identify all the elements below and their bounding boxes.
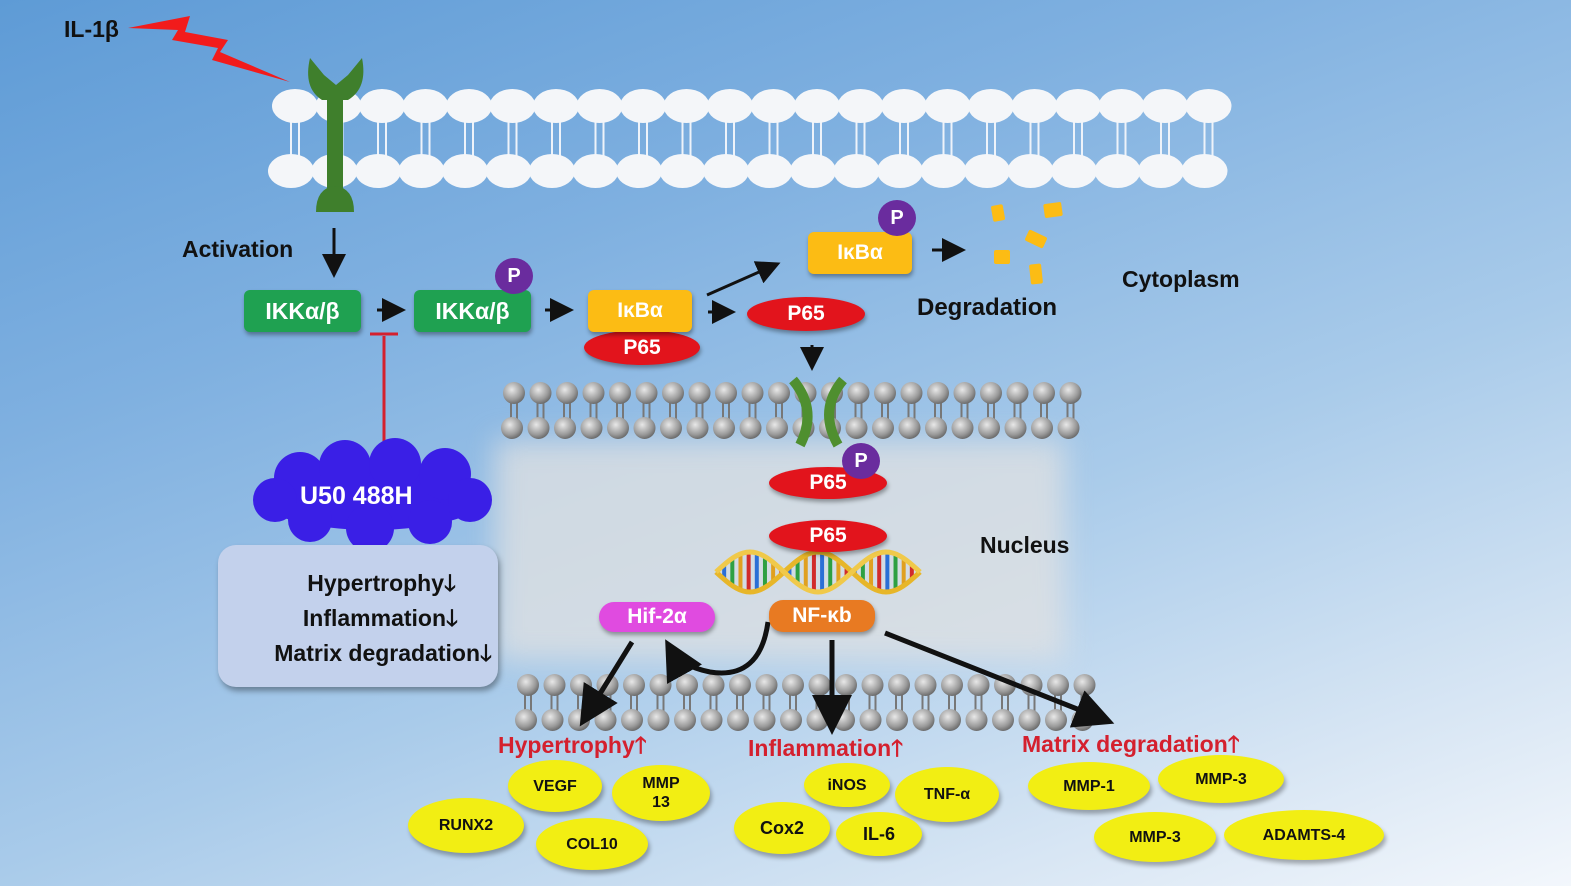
arrow-nfkb-to-hif2a — [665, 621, 771, 684]
nuclear-membrane-top — [501, 382, 1082, 439]
gene-ellipse: VEGF — [508, 760, 602, 812]
cell-membrane — [268, 89, 1232, 188]
outcome-label-hypertrophy: Hypertrophy🡑 — [498, 732, 647, 758]
nuclear-membrane-bottom — [515, 674, 1096, 731]
outcome-label-inflammation: Inflammation🡑 — [748, 735, 904, 761]
gene-ellipse: iNOS — [804, 763, 890, 807]
p65-free-ellipse: P65 — [747, 297, 865, 331]
ikba-phos-box: IκBα — [808, 232, 912, 274]
arrow-to-hypertrophy — [579, 640, 635, 727]
phospho-icon: P — [842, 443, 880, 479]
gene-ellipse: Cox2 — [734, 802, 830, 854]
hif2a-box: Hif-2α — [599, 602, 715, 632]
gene-ellipse: MMP-3 — [1094, 812, 1216, 862]
ligand-label: IL-1β — [64, 16, 119, 42]
ikk-inactive-box: IKKα/β — [244, 290, 361, 332]
il1-receptor-icon — [308, 58, 364, 212]
nfkb-box: NF-κb — [769, 600, 875, 632]
gene-ellipse: MMP-1 — [1028, 762, 1150, 810]
degradation-fragments-icon — [991, 202, 1063, 285]
p65-dna-ellipse: P65 — [769, 520, 887, 552]
drug-effect-item: Hypertrophy🡓 — [307, 570, 456, 596]
drug-label: U50 488H — [300, 482, 413, 510]
gene-ellipse: MMP 13 — [612, 765, 710, 821]
ikba-complex-box: IκBα — [588, 290, 692, 332]
gene-ellipse: TNF-α — [895, 767, 999, 822]
cytoplasm-label: Cytoplasm — [1122, 266, 1240, 292]
gene-ellipse: MMP-3 — [1158, 755, 1284, 803]
gene-ellipse: COL10 — [536, 818, 648, 870]
lightning-bolt-icon — [128, 16, 290, 82]
nuclear-pore-icon — [789, 376, 847, 448]
dna-helix-icon — [714, 549, 922, 595]
phospho-icon: P — [495, 258, 533, 294]
phospho-icon: P — [878, 200, 916, 236]
ikk-active-box: IKKα/β — [414, 290, 531, 332]
gene-ellipse: IL-6 — [836, 812, 922, 856]
gene-ellipse: ADAMTS-4 — [1224, 810, 1384, 860]
p65-complex-ellipse: P65 — [584, 330, 700, 365]
drug-cloud-icon — [253, 438, 492, 552]
outcome-label-matrix-degradation: Matrix degradation🡑 — [1022, 731, 1240, 757]
arrow-complex-to-ikba — [706, 261, 781, 297]
drug-effects-panel: Hypertrophy🡓 Inflammation🡓 Matrix degrad… — [218, 545, 498, 687]
drug-effect-item: Matrix degradation🡓 — [274, 640, 492, 666]
gene-ellipse: RUNX2 — [408, 798, 524, 853]
drug-effect-item: Inflammation🡓 — [302, 605, 458, 631]
activation-label: Activation — [182, 236, 294, 262]
arrow-to-matrix-degradation — [884, 630, 1115, 728]
nucleus-label: Nucleus — [980, 532, 1070, 558]
degradation-label: Degradation — [917, 294, 1058, 321]
